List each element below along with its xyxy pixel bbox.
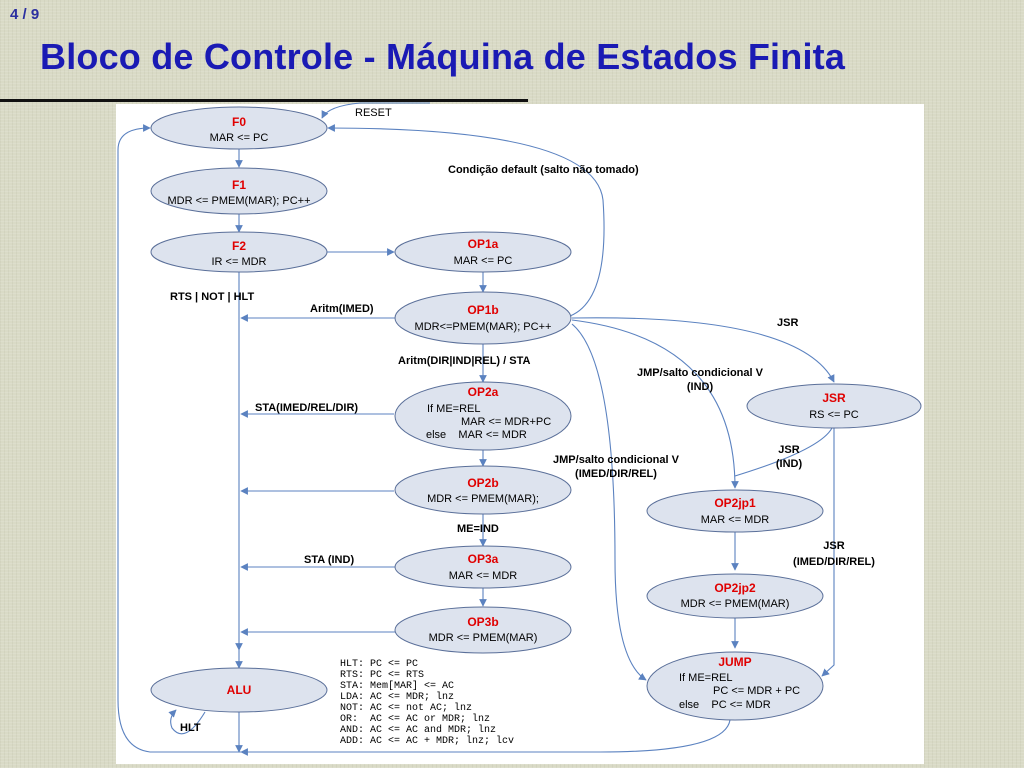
label-jmp-ind-1: JMP/salto condicional V xyxy=(637,367,764,379)
state-op2b-line-1: MDR <= PMEM(MAR); xyxy=(427,493,539,505)
state-f0-name: F0 xyxy=(232,115,246,129)
label-me-ind: ME=IND xyxy=(457,523,499,535)
state-alu-name: ALU xyxy=(227,683,252,697)
title-underline xyxy=(0,99,528,102)
state-op1a-name: OP1a xyxy=(468,237,499,251)
state-f2: F2 IR <= MDR xyxy=(150,231,328,273)
state-op1a-line-1: MAR <= PC xyxy=(454,255,513,267)
state-f2-name: F2 xyxy=(232,239,246,253)
state-jump-line-3: else PC <= MDR xyxy=(679,699,771,711)
label-jsr-ind-1: JSR xyxy=(778,444,799,456)
alu-op-and: AND: AC <= AC and MDR; lnz xyxy=(340,724,496,736)
alu-op-rts: RTS: PC <= RTS xyxy=(340,670,424,681)
state-op1b-name: OP1b xyxy=(467,303,498,317)
label-jsr-imed-1: JSR xyxy=(823,540,844,552)
state-op3b: OP3b MDR <= PMEM(MAR) xyxy=(394,606,572,654)
alu-op-hlt: HLT: PC <= PC xyxy=(340,659,418,670)
edge-op1b-op2jp1 xyxy=(571,319,739,489)
state-op3b-line-1: MDR <= PMEM(MAR) xyxy=(429,632,538,644)
edge-op1b-jsr xyxy=(571,317,835,383)
state-jsr: JSR RS <= PC xyxy=(746,383,922,429)
state-op1a: OP1a MAR <= PC xyxy=(394,231,572,273)
edge-hlt-loop xyxy=(168,709,206,735)
label-aritm-dir: Aritm(DIR|IND|REL) / STA xyxy=(398,355,531,367)
state-op2a-line-1: If ME=REL xyxy=(427,403,481,415)
state-op2a-name: OP2a xyxy=(468,385,499,399)
state-jump-name: JUMP xyxy=(718,655,751,669)
alu-operations-list: HLT: PC <= PC RTS: PC <= RTS STA: Mem[MA… xyxy=(340,659,514,747)
edge-op1b-jump xyxy=(571,323,647,681)
state-f0-line-1: MAR <= PC xyxy=(210,132,269,144)
label-jsr-ind-2: (IND) xyxy=(776,458,803,470)
state-op3a-name: OP3a xyxy=(468,552,499,566)
slide-title: Bloco de Controle - Máquina de Estados F… xyxy=(40,36,846,77)
edge-alu-f0-loop xyxy=(117,124,241,753)
label-rts-not-hlt: RTS | NOT | HLT xyxy=(170,291,254,303)
alu-op-not: NOT: AC <= not AC; lnz xyxy=(340,702,472,714)
label-sta-imed: STA(IMED/REL/DIR) xyxy=(255,402,358,414)
state-op2jp2-name: OP2jp2 xyxy=(714,581,756,595)
label-jsr-top: JSR xyxy=(777,317,798,329)
label-hlt: HLT xyxy=(180,722,201,734)
state-f2-line-1: IR <= MDR xyxy=(211,256,266,268)
state-f1: F1 MDR <= PMEM(MAR); PC++ xyxy=(150,167,328,215)
state-jsr-name: JSR xyxy=(822,391,846,405)
state-op1b: OP1b MDR<=PMEM(MAR); PC++ xyxy=(394,291,572,345)
label-default-branch: Condição default (salto não tomado) xyxy=(448,164,639,176)
state-op3b-name: OP3b xyxy=(467,615,498,629)
label-sta-ind: STA (IND) xyxy=(304,554,354,566)
state-jump-line-2: PC <= MDR + PC xyxy=(713,685,800,697)
edge-jump-bus xyxy=(240,719,731,756)
state-op1b-line-1: MDR<=PMEM(MAR); PC++ xyxy=(415,321,552,333)
state-f0: F0 MAR <= PC xyxy=(150,106,328,150)
state-alu: ALU xyxy=(150,667,328,713)
state-op2a: OP2a If ME=REL MAR <= MDR+PC else MAR <=… xyxy=(394,381,572,451)
edge-jsr-jump xyxy=(821,428,835,677)
label-jmp-imed-1: JMP/salto condicional V xyxy=(553,454,680,466)
state-f1-name: F1 xyxy=(232,178,246,192)
state-op2jp1: OP2jp1 MAR <= MDR xyxy=(646,489,824,533)
edge-default-f0 xyxy=(327,124,605,317)
edge-reset xyxy=(321,102,430,119)
state-op2b: OP2b MDR <= PMEM(MAR); xyxy=(394,465,572,515)
state-jump-line-1: If ME=REL xyxy=(679,672,733,684)
edge-jsr-op2jp1 xyxy=(734,427,833,477)
state-op2a-line-2: MAR <= MDR+PC xyxy=(461,416,551,428)
state-op3a-line-1: MAR <= MDR xyxy=(449,570,518,582)
state-op3a: OP3a MAR <= MDR xyxy=(394,545,572,589)
state-op2jp1-name: OP2jp1 xyxy=(714,496,756,510)
page-number: 4 / 9 xyxy=(10,6,40,23)
alu-op-or: OR: AC <= AC or MDR; lnz xyxy=(340,713,490,725)
label-jmp-imed-2: (IMED/DIR/REL) xyxy=(575,468,657,480)
state-jump: JUMP If ME=REL PC <= MDR + PC else PC <=… xyxy=(646,651,824,721)
alu-op-add: ADD: AC <= AC + MDR; lnz; lcv xyxy=(340,735,514,747)
state-op2b-name: OP2b xyxy=(467,476,498,490)
alu-op-sta: STA: Mem[MAR] <= AC xyxy=(340,680,454,692)
state-op2jp2: OP2jp2 MDR <= PMEM(MAR) xyxy=(646,573,824,619)
label-jmp-ind-2: (IND) xyxy=(687,381,714,393)
alu-op-lda: LDA: AC <= MDR; lnz xyxy=(340,691,454,703)
label-aritm-imed: Aritm(IMED) xyxy=(310,303,374,315)
state-op2a-line-3: else MAR <= MDR xyxy=(426,429,527,441)
state-op2jp1-line-1: MAR <= MDR xyxy=(701,514,770,526)
state-f1-line-1: MDR <= PMEM(MAR); PC++ xyxy=(167,195,310,207)
label-jsr-imed-2: (IMED/DIR/REL) xyxy=(793,556,875,568)
label-reset: RESET xyxy=(355,107,392,119)
state-op2jp2-line-1: MDR <= PMEM(MAR) xyxy=(681,598,790,610)
state-jsr-line-1: RS <= PC xyxy=(809,409,859,421)
